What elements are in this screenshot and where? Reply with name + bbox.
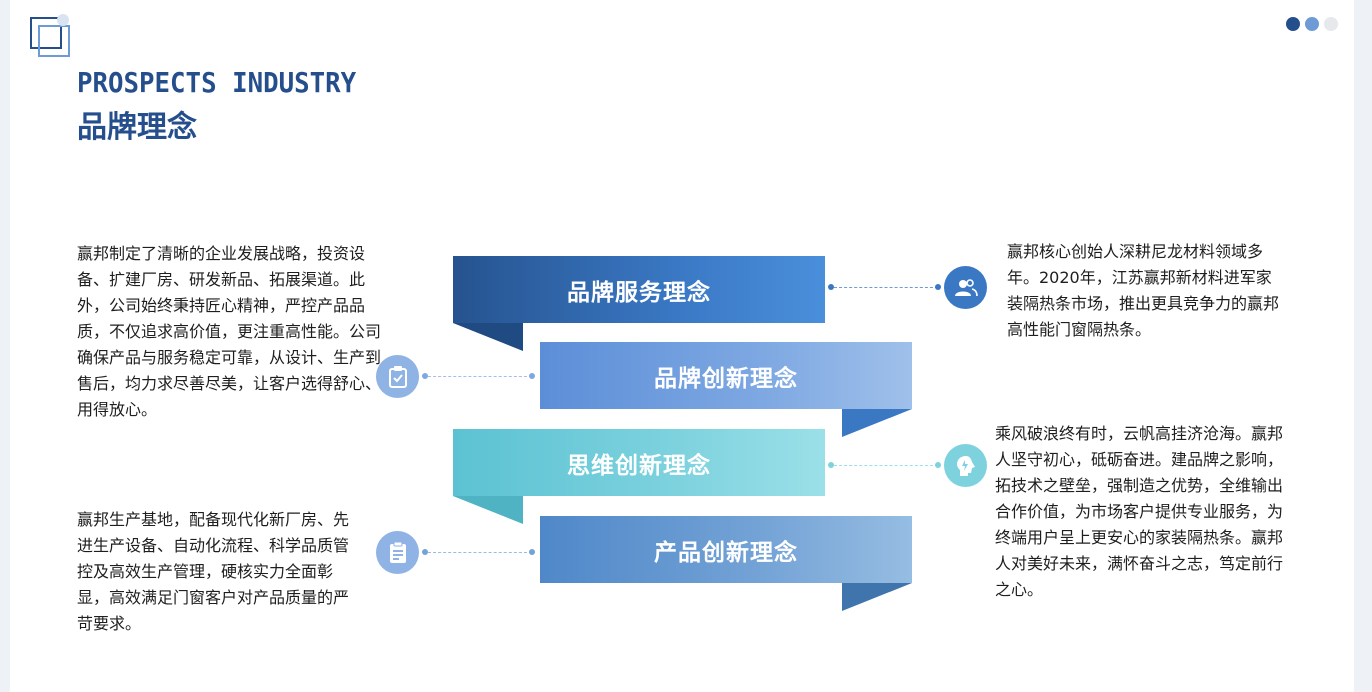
connector-dot: [529, 549, 535, 555]
users-icon: [944, 266, 987, 309]
pager-dots: [1286, 17, 1338, 31]
connector-line-1: [834, 287, 938, 288]
banner-label: 产品创新理念: [654, 539, 798, 566]
connector-dot: [422, 549, 428, 555]
lightbulb-head-icon: [944, 444, 987, 487]
connector-line-3: [834, 465, 938, 466]
pager-dot-1[interactable]: [1286, 17, 1300, 31]
title-english: PROSPECTS INDUSTRY: [77, 66, 357, 99]
connector-dot: [935, 284, 941, 290]
banner-brand-innovation: 品牌创新理念: [540, 342, 912, 409]
banner-label: 思维创新理念: [567, 452, 711, 479]
connector-line-4: [428, 552, 532, 553]
paragraph-bottom-left: 赢邦生产基地，配备现代化新厂房、先进生产设备、自动化流程、科学品质管控及高效生产…: [77, 510, 350, 633]
banner-label: 品牌服务理念: [567, 279, 711, 306]
ribbon-fold-4: [842, 583, 912, 611]
ribbon-fold-1: [453, 323, 523, 351]
connector-dot: [935, 462, 941, 468]
ribbon-fold-3: [453, 496, 523, 524]
slide: PROSPECTS INDUSTRY 品牌理念 赢邦制定了清晰的企业发展战略，投…: [10, 0, 1354, 692]
connector-dot: [422, 373, 428, 379]
logo-squares-icon: [30, 14, 70, 57]
paragraph-bottom-right: 乘风破浪终有时，云帆高挂济沧海。赢邦人坚守初心，砥砺奋进。建品牌之影响，拓技术之…: [995, 424, 1284, 599]
connector-dot: [828, 462, 834, 468]
pager-dot-2[interactable]: [1305, 17, 1319, 31]
paragraph-top-left: 赢邦制定了清晰的企业发展战略，投资设备、扩建厂房、研发新品、拓展渠道。此外，公司…: [77, 244, 382, 419]
clipboard-check-icon: [376, 355, 419, 398]
connector-dot: [529, 373, 535, 379]
connector-dot: [828, 284, 834, 290]
banner-label: 品牌创新理念: [654, 365, 798, 392]
paragraph-top-right: 赢邦核心创始人深耕尼龙材料领域多年。2020年，江苏赢邦新材料进军家装隔热条市场…: [1007, 242, 1280, 339]
pager-dot-3[interactable]: [1324, 17, 1338, 31]
document-list-icon: [376, 531, 419, 574]
connector-line-2: [428, 376, 532, 377]
banner-brand-service: 品牌服务理念: [453, 256, 825, 323]
ribbon-fold-2: [842, 409, 912, 437]
banner-product-innovation: 产品创新理念: [540, 516, 912, 583]
title-chinese: 品牌理念: [77, 110, 197, 145]
banner-thinking-innovation: 思维创新理念: [453, 429, 825, 496]
